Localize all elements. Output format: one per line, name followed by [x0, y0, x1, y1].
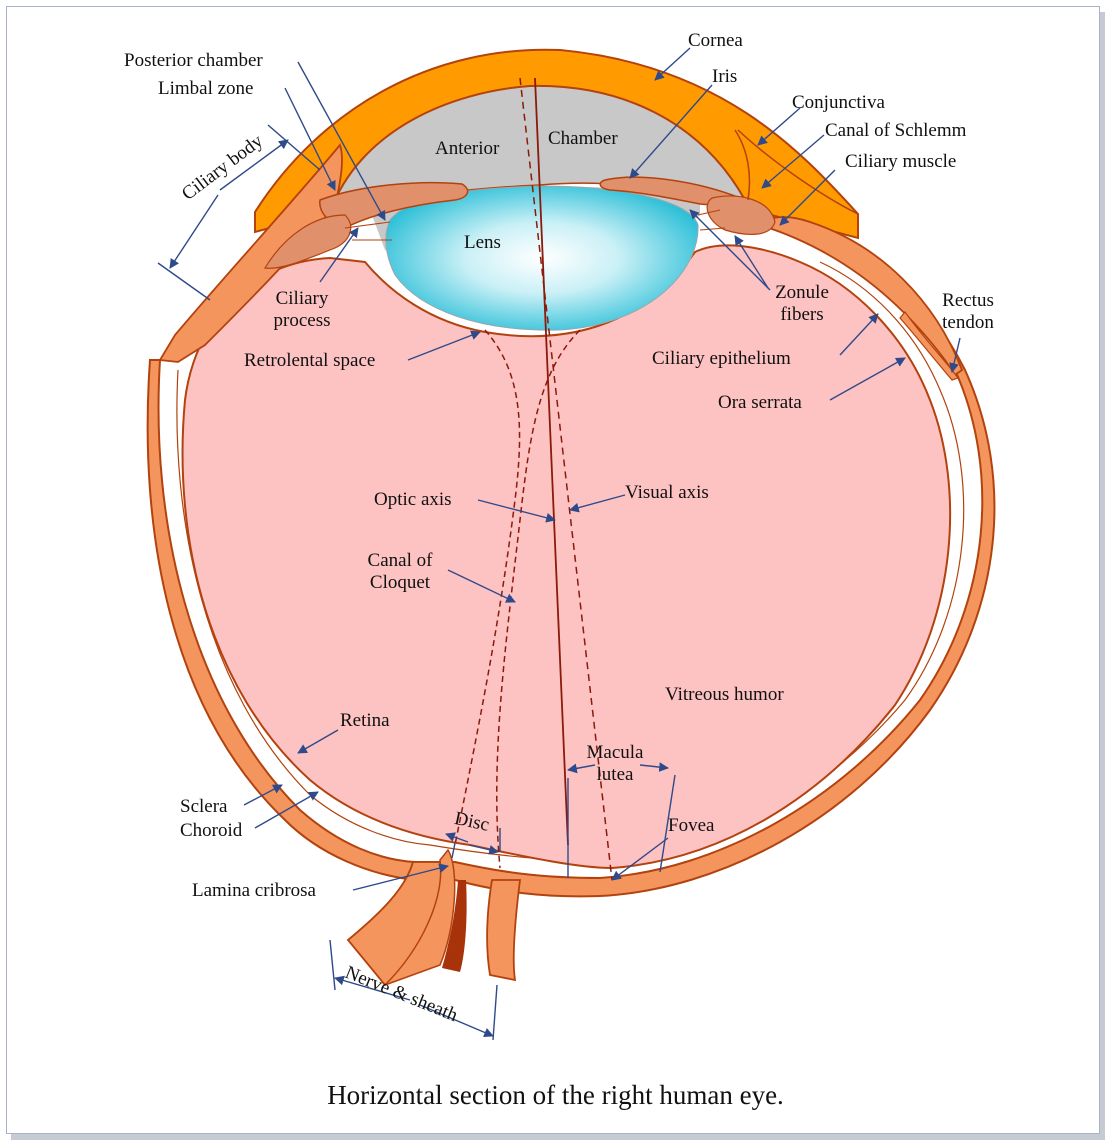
- label-chamber: Chamber: [548, 128, 618, 150]
- label-visual-axis: Visual axis: [625, 482, 709, 504]
- vitreous-humor-region: [183, 245, 951, 868]
- label-posterior-chamber: Posterior chamber: [124, 50, 263, 72]
- label-canal-of-cloquet-line2: Cloquet: [355, 572, 445, 594]
- label-cornea: Cornea: [688, 30, 743, 52]
- label-canal-of-cloquet: Canal of Cloquet: [355, 550, 445, 594]
- label-retrolental-space: Retrolental space: [244, 350, 375, 372]
- label-conjunctiva: Conjunctiva: [792, 92, 885, 114]
- label-limbal-zone: Limbal zone: [158, 78, 254, 100]
- label-optic-axis: Optic axis: [374, 489, 452, 511]
- label-anterior: Anterior: [435, 138, 499, 160]
- label-sclera: Sclera: [180, 796, 227, 818]
- label-rectus-tendon-line2: tendon: [928, 312, 1008, 334]
- label-rectus-tendon-line1: Rectus: [928, 290, 1008, 312]
- label-zonule-fibers-line2: fibers: [762, 304, 842, 326]
- label-choroid: Choroid: [180, 820, 242, 842]
- label-zonule-fibers-line1: Zonule: [762, 282, 842, 304]
- label-retina: Retina: [340, 710, 390, 732]
- label-ciliary-process-line1: Ciliary: [262, 288, 342, 310]
- label-ora-serrata: Ora serrata: [718, 392, 802, 414]
- label-lamina-cribrosa: Lamina cribrosa: [192, 880, 316, 902]
- label-rectus-tendon: Rectus tendon: [928, 290, 1008, 334]
- label-ciliary-muscle: Ciliary muscle: [845, 151, 956, 173]
- label-ciliary-process: Ciliary process: [262, 288, 342, 332]
- label-vitreous-humor: Vitreous humor: [665, 684, 784, 706]
- label-lens: Lens: [464, 232, 501, 254]
- label-macula-lutea-line1: Macula: [570, 742, 660, 764]
- label-canal-of-schlemm: Canal of Schlemm: [825, 120, 966, 142]
- label-macula-lutea: Macula lutea: [570, 742, 660, 786]
- label-ciliary-epithelium: Ciliary epithelium: [652, 348, 791, 370]
- label-ciliary-process-line2: process: [262, 310, 342, 332]
- figure-caption: Horizontal section of the right human ey…: [0, 1080, 1111, 1111]
- label-fovea: Fovea: [668, 815, 714, 837]
- label-iris: Iris: [712, 66, 737, 88]
- label-macula-lutea-line2: lutea: [570, 764, 660, 786]
- label-zonule-fibers: Zonule fibers: [762, 282, 842, 326]
- label-canal-of-cloquet-line1: Canal of: [355, 550, 445, 572]
- optic-nerve-right: [487, 880, 520, 980]
